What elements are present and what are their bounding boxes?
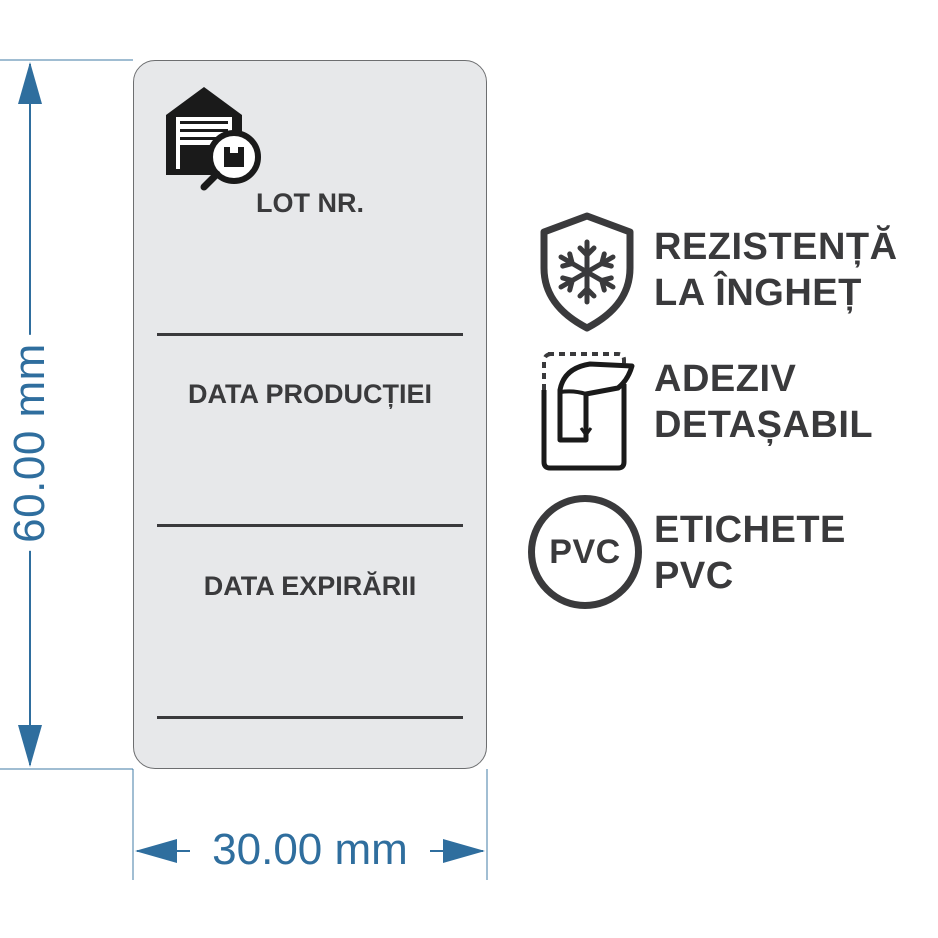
feature-removable-adhesive: ADEZIV DETAȘABIL bbox=[654, 356, 873, 448]
width-dimension-label: 30.00 mm bbox=[190, 822, 430, 878]
pvc-badge-icon: PVC bbox=[528, 495, 642, 609]
feature-adhesive-line2: DETAȘABIL bbox=[654, 404, 874, 446]
field-expiry-date: DATA EXPIRĂRII bbox=[203, 571, 417, 601]
feature-pvc-labels: ETICHETE PVC bbox=[654, 507, 846, 599]
field-lot-number: LOT NR. bbox=[256, 188, 364, 218]
feature-pvc-line1: ETICHETE bbox=[654, 509, 846, 551]
field-line-expiry[interactable] bbox=[157, 716, 463, 719]
feature-pvc-line2: PVC bbox=[654, 555, 734, 597]
feature-frost-resistance: REZISTENȚĂ LA ÎNGHEȚ bbox=[654, 224, 898, 316]
height-dimension-label: 60.00 mm bbox=[0, 335, 60, 551]
warehouse-search-icon bbox=[166, 87, 261, 191]
feature-frost-line1: REZISTENȚĂ bbox=[654, 226, 898, 268]
pvc-badge-text: PVC bbox=[549, 532, 621, 571]
snowflake-shield-icon bbox=[540, 212, 634, 332]
field-production-date: DATA PRODUCȚIEI bbox=[188, 379, 432, 409]
field-line-production[interactable] bbox=[157, 524, 463, 527]
field-line-lot[interactable] bbox=[157, 333, 463, 336]
peel-label-icon bbox=[541, 352, 635, 471]
label-sticker: LOT NR. DATA PRODUCȚIEI DATA EXPIRĂRII bbox=[133, 60, 487, 769]
feature-frost-line2: LA ÎNGHEȚ bbox=[654, 272, 862, 314]
feature-adhesive-line1: ADEZIV bbox=[654, 358, 797, 400]
